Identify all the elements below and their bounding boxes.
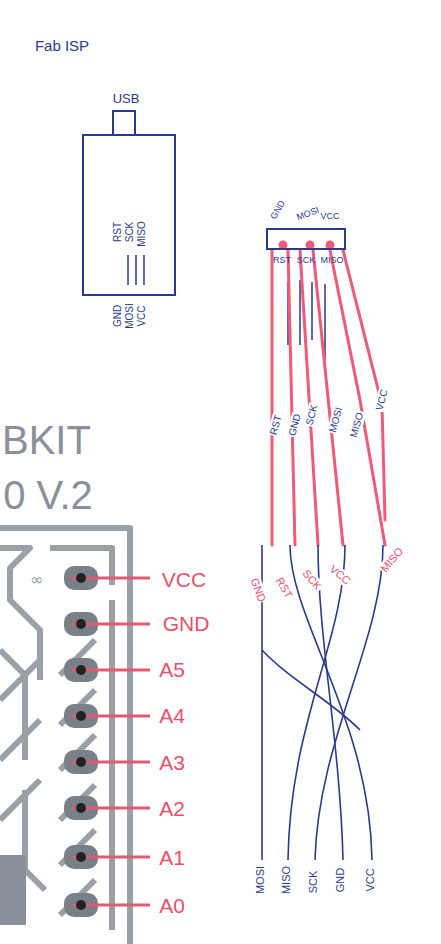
wire-label: GND <box>247 575 268 604</box>
pin-label: MOSI <box>296 206 321 222</box>
pin-label: RST <box>273 256 291 265</box>
board-version: 0 V.2 <box>3 475 93 515</box>
pin-label: USB <box>113 92 140 105</box>
wire-label: SCK <box>303 403 320 428</box>
wire-label: GND <box>335 868 346 892</box>
wire-label: MOSI <box>255 866 266 894</box>
pin-label: MISO <box>137 221 147 247</box>
svg-text:∞: ∞ <box>30 570 43 589</box>
pin-label: RST <box>113 222 123 242</box>
pin-label: GND <box>113 305 123 327</box>
wire-label: VCC <box>365 868 376 891</box>
pin-name: VCC <box>162 569 206 590</box>
wire-label: MISO <box>377 544 406 575</box>
pin-name: A4 <box>159 705 185 726</box>
wire-label: MISO <box>281 866 292 894</box>
wire-label: VCC <box>326 562 354 588</box>
wire-label: SCK <box>299 566 325 593</box>
wire-label: SCK <box>308 871 319 894</box>
isp-header: GNDMOSIVCCRSTSCKMISO <box>266 228 346 250</box>
wire-label: GND <box>286 412 304 439</box>
usb-connector: USB <box>112 110 136 136</box>
pin-label: MISO <box>320 256 343 265</box>
pin-name: A5 <box>159 659 185 680</box>
pin-label: VCC <box>137 305 147 326</box>
pin-name: A2 <box>159 798 185 819</box>
diagram-title: Fab ISP <box>35 38 89 53</box>
pin-name: A1 <box>159 847 185 868</box>
wire-label: RST <box>267 413 284 437</box>
pin-label: GND <box>269 199 287 221</box>
pin-name: A0 <box>159 895 185 916</box>
pin-name: A3 <box>159 752 185 773</box>
board-title: BKIT <box>2 420 91 460</box>
wire-label: VCC <box>373 387 391 412</box>
pin-name: GND <box>163 613 210 634</box>
pin-label: VCC <box>320 212 339 221</box>
wire-label: RST <box>272 574 295 601</box>
pin-label: MOSI <box>125 303 135 329</box>
isp-board: RSTSCKMISOGNDMOSIVCC <box>82 134 176 296</box>
pin-label: SCK <box>125 222 135 243</box>
pin-label: SCK <box>297 256 316 265</box>
